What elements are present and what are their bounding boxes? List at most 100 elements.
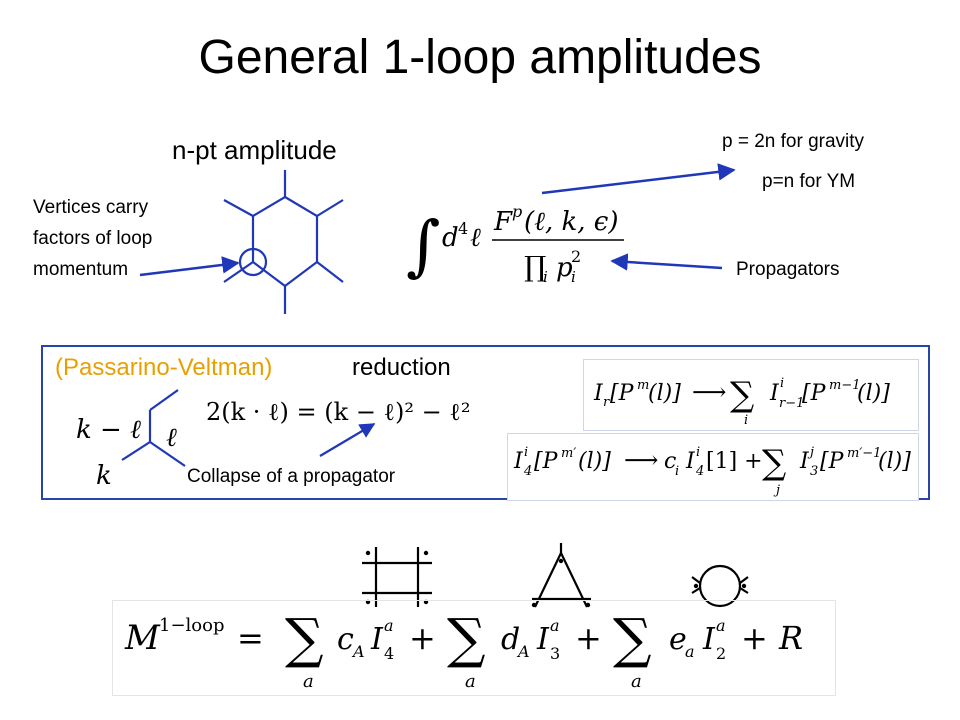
power-arrow	[541, 163, 736, 195]
svg-text:[P: [P	[802, 381, 827, 406]
propagator-line	[149, 389, 179, 411]
gravity-power-note: p = 2n for gravity	[722, 131, 865, 152]
loop-variable: ℓ	[470, 223, 481, 253]
label-k: k	[96, 461, 112, 490]
hexagon-loop-diagram	[223, 170, 344, 314]
denominator-product: ∏	[524, 250, 546, 283]
svg-text:I: I	[799, 449, 810, 474]
one-loop-decomposition-math: M 1−loop = ∑ a c A I a 4 + ∑ a d A I a 3…	[124, 607, 803, 692]
svg-text:4: 4	[384, 644, 394, 663]
svg-text:[P: [P	[534, 449, 559, 474]
pv-reduction-label: reduction	[352, 354, 451, 381]
svg-text:r: r	[603, 395, 610, 410]
svg-text:[P: [P	[610, 381, 635, 406]
numerator-F: F	[493, 207, 513, 237]
svg-text:m−1: m−1	[829, 378, 861, 393]
svg-text:2: 2	[716, 644, 726, 663]
svg-text:3: 3	[550, 644, 560, 663]
box-integral-diagram	[362, 547, 432, 607]
bubble-dots	[693, 583, 747, 589]
svg-text:m′−1: m′−1	[847, 446, 881, 461]
svg-text:i: i	[675, 464, 679, 479]
denominator-sub: i	[571, 268, 576, 286]
svg-text:j: j	[773, 483, 780, 498]
svg-text:I: I	[769, 381, 780, 406]
loop-integral-formula: ∫ d 4 ℓ F p (ℓ, k, ϵ) ∏ i p 2 i	[406, 202, 624, 286]
svg-text:+: +	[409, 619, 436, 657]
vertex-arrow	[139, 256, 240, 277]
svg-text:(l)]: (l)]	[878, 449, 911, 474]
pv-vertex-diagram: k − ℓ ℓ k 2(k · ℓ) = (k − ℓ)² − ℓ²	[76, 389, 471, 490]
svg-text:c: c	[337, 622, 354, 657]
external-leg	[316, 199, 344, 217]
reduction-equation-2: I i 4 [P m′ (l)] ⟶ c i I i 4 [1] + ∑ j I…	[507, 433, 919, 501]
hexagon-loop	[251, 195, 319, 288]
svg-text:R: R	[778, 619, 803, 657]
pv-identity: 2(k · ℓ) = (k − ℓ)² − ℓ²	[206, 398, 471, 426]
svg-text:a: a	[384, 616, 394, 635]
svg-text:m: m	[637, 378, 649, 393]
svg-text:I: I	[370, 622, 384, 657]
svg-text:a: a	[303, 671, 314, 692]
svg-text:a: a	[716, 616, 726, 635]
svg-text:i: i	[744, 413, 748, 428]
svg-text:a: a	[631, 671, 642, 692]
svg-text:∑: ∑	[730, 375, 754, 415]
triangle-integral-diagram	[532, 543, 591, 608]
numerator-args: (ℓ, k, ϵ)	[524, 207, 619, 237]
svg-text:a: a	[685, 642, 695, 661]
svg-text:=: =	[237, 619, 264, 657]
one-loop-decomposition: M 1−loop = ∑ a c A I a 4 + ∑ a d A I a 3…	[112, 600, 836, 696]
vertices-note: Vertices carry factors of loop momentum	[33, 197, 153, 280]
svg-text:A: A	[351, 642, 365, 661]
svg-text:i: i	[696, 445, 700, 460]
svg-text:[P: [P	[820, 449, 845, 474]
collapse-label: Collapse of a propagator	[187, 466, 396, 487]
propagator-line	[121, 441, 151, 461]
svg-text:I: I	[536, 622, 550, 657]
svg-text:4: 4	[523, 464, 532, 479]
svg-text:∑: ∑	[762, 443, 786, 483]
integral-sign: ∫	[406, 207, 440, 284]
denominator-p: p	[556, 253, 573, 283]
svg-text:[1] +: [1] +	[706, 449, 763, 474]
label-k-minus-l: k − ℓ	[76, 415, 141, 445]
svg-text:m′: m′	[561, 446, 576, 461]
svg-text:∑: ∑	[285, 607, 324, 670]
reduction-equation-1-math: I r [P m (l)] ⟶ ∑ i I i r−1 [P m−1 (l)]	[593, 375, 890, 428]
triangle-dots	[531, 558, 591, 608]
svg-text:4: 4	[695, 464, 704, 479]
propagator-line	[149, 441, 186, 467]
svg-text:d: d	[501, 622, 520, 657]
svg-text:+: +	[575, 619, 602, 657]
svg-text:3: 3	[810, 464, 818, 479]
svg-text:∑: ∑	[613, 607, 652, 670]
external-leg	[316, 261, 344, 283]
denominator-sup: 2	[571, 247, 581, 266]
svg-text:(l)]: (l)]	[578, 449, 611, 474]
reduction-equation-1: I r [P m (l)] ⟶ ∑ i I i r−1 [P m−1 (l)]	[583, 359, 919, 431]
svg-text:(l)]: (l)]	[648, 381, 681, 406]
svg-text:a: a	[465, 671, 476, 692]
svg-text:j: j	[807, 445, 814, 460]
svg-text:A: A	[516, 642, 530, 661]
measure-power: 4	[458, 219, 468, 238]
svg-text:c: c	[664, 449, 676, 474]
vertex-highlight-circle	[238, 247, 268, 277]
external-leg	[223, 199, 254, 217]
npt-amplitude-label: n-pt amplitude	[172, 135, 337, 165]
svg-text:I: I	[513, 449, 524, 474]
measure-d: d	[442, 223, 459, 253]
propagators-note: Propagators	[736, 259, 840, 280]
propagators-arrow	[610, 253, 723, 271]
svg-text:e: e	[669, 622, 687, 657]
svg-text:⟶: ⟶	[624, 446, 658, 474]
svg-text:a: a	[550, 616, 560, 635]
reduction-equation-2-math: I i 4 [P m′ (l)] ⟶ c i I i 4 [1] + ∑ j I…	[513, 443, 911, 498]
page-title: General 1-loop amplitudes	[198, 31, 762, 84]
collapse-arrow	[319, 423, 376, 457]
svg-text:+: +	[741, 619, 768, 657]
label-l: ℓ	[166, 423, 177, 453]
